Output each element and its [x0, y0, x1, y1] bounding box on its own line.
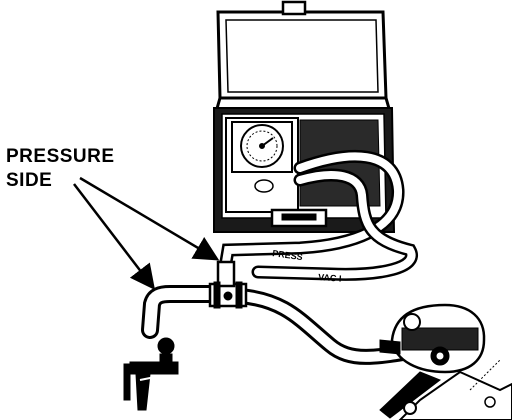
tee-fitting-icon	[208, 260, 248, 309]
pinch-valve-icon	[123, 337, 179, 411]
callout-arrows	[73, 176, 220, 290]
tester-case-lid	[214, 0, 392, 113]
callout-arrow-lower	[73, 183, 156, 290]
pressure-gauge-icon	[231, 121, 293, 193]
tester-hoses	[219, 149, 418, 281]
callout-label-line-2: SIDE	[6, 170, 53, 191]
pressure-hose-label: PRESS	[272, 248, 304, 262]
vacuum-hose-label: VAC I	[318, 272, 342, 284]
callout-arrow-upper	[79, 176, 220, 261]
engine-component-icon	[379, 303, 512, 420]
main-hose-line	[141, 285, 428, 365]
callout-label-line-1: PRESSURE	[6, 146, 115, 167]
